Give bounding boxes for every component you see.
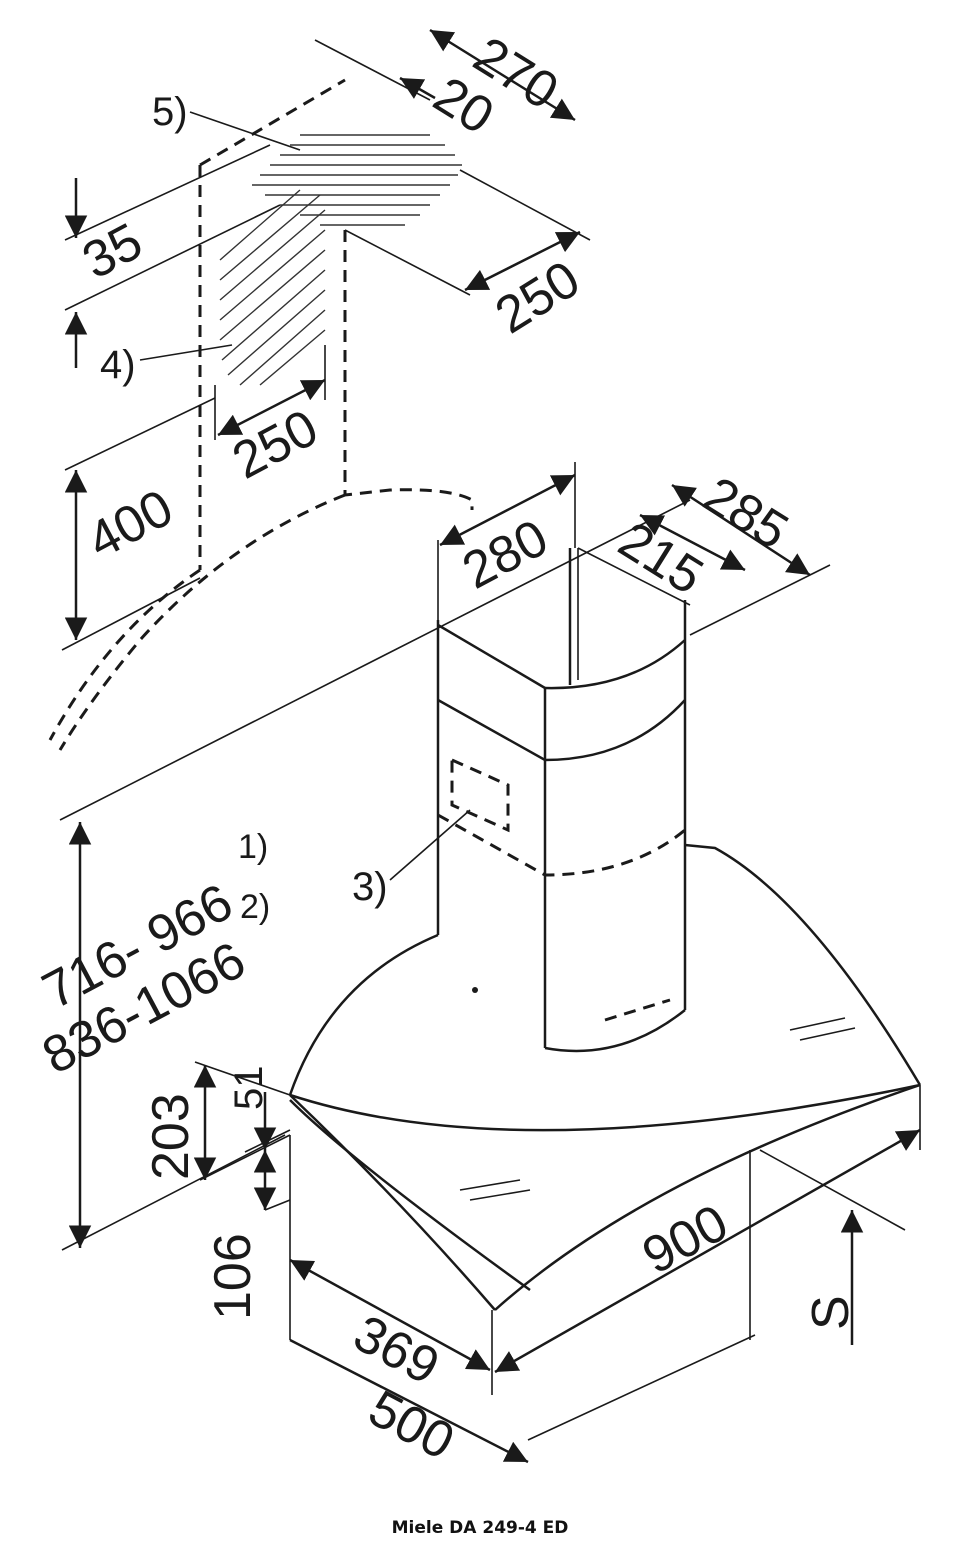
callout-3: 3): [352, 809, 471, 909]
dimension-51: 51: [227, 1066, 277, 1150]
dimension-900-label: 900: [633, 1194, 737, 1286]
dimension-285-label: 285: [694, 466, 798, 561]
upper-duct-outline: [48, 78, 474, 751]
dimension-106: 106: [199, 1129, 291, 1320]
dimension-250-left-label: 250: [223, 399, 327, 491]
hatched-area-5: [252, 134, 462, 226]
dimension-S: S: [759, 1149, 906, 1345]
dimension-51-label: 51: [227, 1066, 271, 1111]
dimension-215-label: 215: [609, 511, 713, 606]
dimension-369-label: 369: [344, 1304, 448, 1396]
dimension-203: 203: [142, 1061, 291, 1180]
dimension-500-label: 500: [359, 1379, 463, 1471]
chimney: [436, 548, 687, 1053]
callout-5-label: 5): [152, 90, 188, 134]
hatched-area-4: [219, 189, 326, 386]
dimension-106-label: 106: [204, 1233, 262, 1320]
callout-3-label: 3): [352, 865, 388, 909]
dimension-250-left: 250: [217, 378, 327, 491]
dimension-35-label: 35: [73, 212, 151, 290]
caption: Miele DA 249-4 ED: [391, 1518, 569, 1538]
dimension-203-label: 203: [142, 1093, 200, 1180]
callout-4: 4): [100, 343, 233, 387]
dimension-250-right: 250: [344, 169, 591, 345]
hood-canopy: [288, 843, 922, 1311]
dimension-250-right-label: 250: [486, 250, 590, 345]
callout-2-label: 2): [240, 888, 270, 926]
dimension-S-label: S: [802, 1295, 860, 1330]
callout-1-label: 1): [238, 828, 268, 866]
dimension-280-label: 280: [453, 509, 557, 601]
callout-4-label: 4): [100, 343, 136, 387]
dimension-400: 400: [61, 397, 216, 651]
dimension-400-label: 400: [78, 479, 182, 571]
dimension-369: 369: [289, 1135, 493, 1396]
dimension-height-range: 716- 966 836-1066 1) 2): [33, 822, 286, 1251]
callout-5: 5): [152, 90, 301, 151]
